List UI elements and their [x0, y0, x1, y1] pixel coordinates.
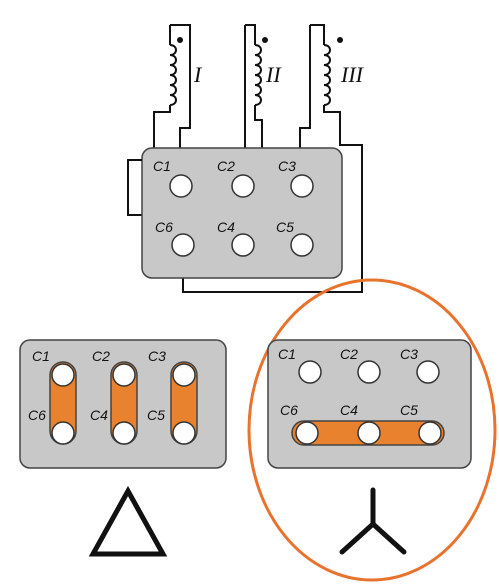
coil-group: [127, 24, 363, 293]
delta-terminal-c5: [172, 421, 196, 445]
main-label-c4: C4: [217, 219, 235, 235]
delta-symbol: [88, 485, 168, 557]
star-terminal-box: [267, 339, 472, 469]
delta-terminal-c3: [172, 363, 196, 387]
coil-2-polarity-dot: [262, 37, 268, 43]
coil-2-winding: [254, 44, 262, 106]
terminal-c4: [231, 233, 255, 257]
star-terminal-c1: [298, 360, 322, 384]
star-terminals: [295, 360, 442, 445]
delta-label-c2: C2: [92, 348, 110, 364]
terminal-c1: [169, 174, 193, 198]
delta-terminals: [51, 363, 196, 445]
star-label-c3: C3: [400, 346, 418, 362]
delta-label-c6: C6: [28, 407, 46, 423]
coil-3-winding: [323, 44, 331, 106]
terminal-c3: [290, 174, 314, 198]
coil-2-label: II: [265, 62, 282, 87]
delta-terminal-c6: [51, 421, 75, 445]
star-terminal-c6: [295, 421, 319, 445]
star-label-c5: C5: [400, 402, 418, 418]
star-label-c4: C4: [340, 402, 358, 418]
star-terminal-c3: [416, 360, 440, 384]
delta-label-c1: C1: [32, 348, 50, 364]
main-label-c2: C2: [217, 158, 235, 174]
star-terminal-c4: [357, 421, 381, 445]
coil-1-label: I: [193, 62, 203, 87]
coil-1-return: [170, 24, 191, 185]
main-terminals: [169, 174, 314, 257]
delta-label-c3: C3: [148, 348, 166, 364]
coil-1-polarity-dot: [177, 37, 183, 43]
star-label-c1: C1: [278, 346, 296, 362]
coil-3-polarity-dot: [337, 37, 343, 43]
delta-label-c5: C5: [147, 407, 165, 423]
star-symbol: [339, 487, 407, 555]
delta-terminal-c4: [112, 421, 136, 445]
star-label-c2: C2: [340, 346, 358, 362]
star-terminal-c2: [357, 360, 381, 384]
star-terminal-c5: [418, 421, 442, 445]
star-label-c6: C6: [280, 402, 298, 418]
terminal-c6: [171, 233, 195, 257]
main-label-c6: C6: [155, 219, 173, 235]
delta-label-c4: C4: [90, 407, 108, 423]
star-highlight-ring: [247, 278, 497, 582]
terminal-c5: [290, 233, 314, 257]
main-box-wires: [128, 144, 362, 161]
main-label-c5: C5: [276, 219, 294, 235]
main-terminal-box: [141, 147, 343, 279]
main-label-c1: C1: [153, 158, 171, 174]
delta-terminal-c2: [112, 363, 136, 387]
terminal-c2: [231, 174, 255, 198]
delta-terminal-c1: [51, 363, 75, 387]
main-label-c3: C3: [278, 158, 296, 174]
coil-3-label: III: [340, 62, 365, 87]
coil-1-winding: [169, 44, 177, 106]
